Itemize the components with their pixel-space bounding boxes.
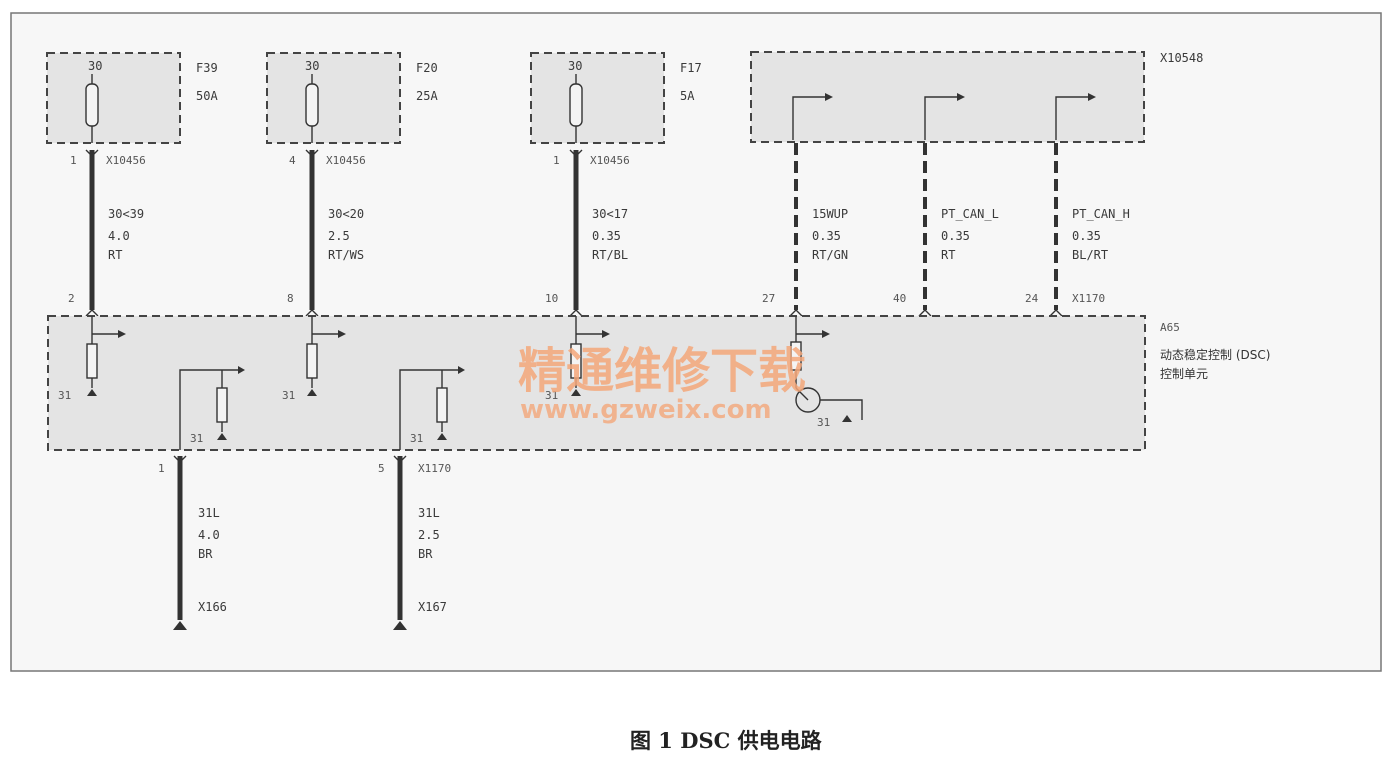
ground-x167-icon <box>393 621 407 630</box>
ground-wire-2-color: BR <box>418 547 433 561</box>
ground-wire-2-size: 2.5 <box>418 528 440 542</box>
ground-x166-label: X166 <box>198 600 227 614</box>
wire-f20-ecu-pin: 8 <box>287 292 294 305</box>
watermark-text: 精通维修下载 <box>518 343 806 399</box>
internal-circuit-pin-10: 31 <box>545 316 610 402</box>
wire-pt-can-h-ecu-pin: 24 <box>1025 292 1039 305</box>
wire-f39-color: RT <box>108 248 122 262</box>
wire-f17-id: 30<17 <box>592 207 628 221</box>
watermark-url: www.gzweix.com <box>520 395 772 425</box>
wire-15wup-color: RT/GN <box>812 248 848 262</box>
figure-caption: 图 1 DSC 供电电路 <box>630 728 823 753</box>
ground-wire-2-connector: X1170 <box>418 462 451 475</box>
wire-f39-connector: X10456 <box>106 154 146 167</box>
wire-pt-can-l-color: RT <box>941 248 955 262</box>
wire-f17-ecu-pin: 10 <box>545 292 558 305</box>
ground-wire-x166: 1 31L 4.0 BR X166 <box>158 455 227 630</box>
wire-f39-conn-pin: 1 <box>70 154 77 167</box>
internal-circuit-pin-1: 31 <box>179 366 245 450</box>
ground-wire-1-color: BR <box>198 547 213 561</box>
ground-label-5: 31 <box>190 432 203 445</box>
wire-pt-can-l-size: 0.35 <box>941 229 970 243</box>
fuse-f17-pin: 30 <box>568 59 582 73</box>
ground-wire-2-id: 31L <box>418 506 440 520</box>
connector-x10548-box: X10548 <box>750 51 1203 143</box>
wire-pt-can-l: PT_CAN_L 0.35 RT 40 <box>893 143 999 317</box>
ground-x166-icon <box>173 621 187 630</box>
wire-pt-can-h-connector: X1170 <box>1072 292 1105 305</box>
wire-pt-can-h: PT_CAN_H 0.35 BL/RT 24 X1170 <box>1025 143 1130 317</box>
ground-label-3: 31 <box>545 389 558 402</box>
internal-circuit-pin-2: 31 <box>58 316 126 402</box>
fuse-f17: 30 F17 5A <box>530 52 702 144</box>
fuse-f20-name: F20 <box>416 61 438 75</box>
fuse-f39-pin: 30 <box>88 59 102 73</box>
ground-label-6: 31 <box>410 432 423 445</box>
ground-wire-2-pin: 5 <box>378 462 385 475</box>
wire-f39-size: 4.0 <box>108 229 130 243</box>
internal-circuit-pin-8: 31 <box>282 316 346 402</box>
wire-f20-id: 30<20 <box>328 207 364 221</box>
fuse-f39-rating: 50A <box>196 89 218 103</box>
ground-wire-1-id: 31L <box>198 506 220 520</box>
dsc-module-id: A65 <box>1160 321 1180 334</box>
wire-15wup-size: 0.35 <box>812 229 841 243</box>
fuse-f20-pin: 30 <box>305 59 319 73</box>
wire-f17-color: RT/BL <box>592 248 628 262</box>
wire-f20-connector: X10456 <box>326 154 366 167</box>
internal-circuit-pin-5: 31 <box>399 366 465 450</box>
dsc-module-name-line1: 动态稳定控制 (DSC) <box>1160 347 1270 362</box>
wire-f39-ecu-pin: 2 <box>68 292 75 305</box>
ground-label-1: 31 <box>58 389 71 402</box>
fuse-f20-rating: 25A <box>416 89 438 103</box>
wire-15wup-id: 15WUP <box>812 207 848 221</box>
fuse-f17-rating: 5A <box>680 89 695 103</box>
ground-label-2: 31 <box>282 389 295 402</box>
ground-wire-1-size: 4.0 <box>198 528 220 542</box>
wire-pt-can-l-id: PT_CAN_L <box>941 207 999 221</box>
wire-f39-id: 30<39 <box>108 207 144 221</box>
ground-wire-x167: 5 X1170 31L 2.5 BR X167 <box>378 455 451 630</box>
wire-f17: 1 X10456 30<17 0.35 RT/BL 10 <box>545 149 630 317</box>
fuse-f39: 30 F39 50A <box>46 52 218 144</box>
dsc-module-name-line2: 控制单元 <box>1160 367 1208 381</box>
wire-15wup: 15WUP 0.35 RT/GN 27 <box>762 143 848 317</box>
ground-wire-1-pin: 1 <box>158 462 165 475</box>
fuse-f20: 30 F20 25A <box>266 52 438 144</box>
wire-f17-conn-pin: 1 <box>553 154 560 167</box>
ground-x167-label: X167 <box>418 600 447 614</box>
wire-f20-conn-pin: 4 <box>289 154 296 167</box>
fuse-f17-name: F17 <box>680 61 702 75</box>
wire-pt-can-l-ecu-pin: 40 <box>893 292 906 305</box>
ground-label-4: 31 <box>817 416 830 429</box>
fuse-f20-icon <box>305 83 319 127</box>
wire-f17-size: 0.35 <box>592 229 621 243</box>
fuse-f17-icon <box>569 83 583 127</box>
wire-f39: 1 X10456 30<39 4.0 RT 2 <box>68 149 146 317</box>
wire-f17-connector: X10456 <box>590 154 630 167</box>
fuse-f39-name: F39 <box>196 61 218 75</box>
wire-f20-color: RT/WS <box>328 248 364 262</box>
wire-pt-can-h-size: 0.35 <box>1072 229 1101 243</box>
wire-15wup-ecu-pin: 27 <box>762 292 775 305</box>
wire-pt-can-h-color: BL/RT <box>1072 248 1108 262</box>
fuse-f39-icon <box>85 83 99 127</box>
internal-circuit-pin-27: 31 <box>790 316 863 429</box>
wire-f20-size: 2.5 <box>328 229 350 243</box>
connector-x10548-label: X10548 <box>1160 51 1203 65</box>
wire-f20: 4 X10456 30<20 2.5 RT/WS 8 <box>287 149 366 317</box>
dsc-control-module: A65 动态稳定控制 (DSC) 控制单元 31 31 31 <box>47 315 1270 451</box>
wire-pt-can-h-id: PT_CAN_H <box>1072 207 1130 221</box>
